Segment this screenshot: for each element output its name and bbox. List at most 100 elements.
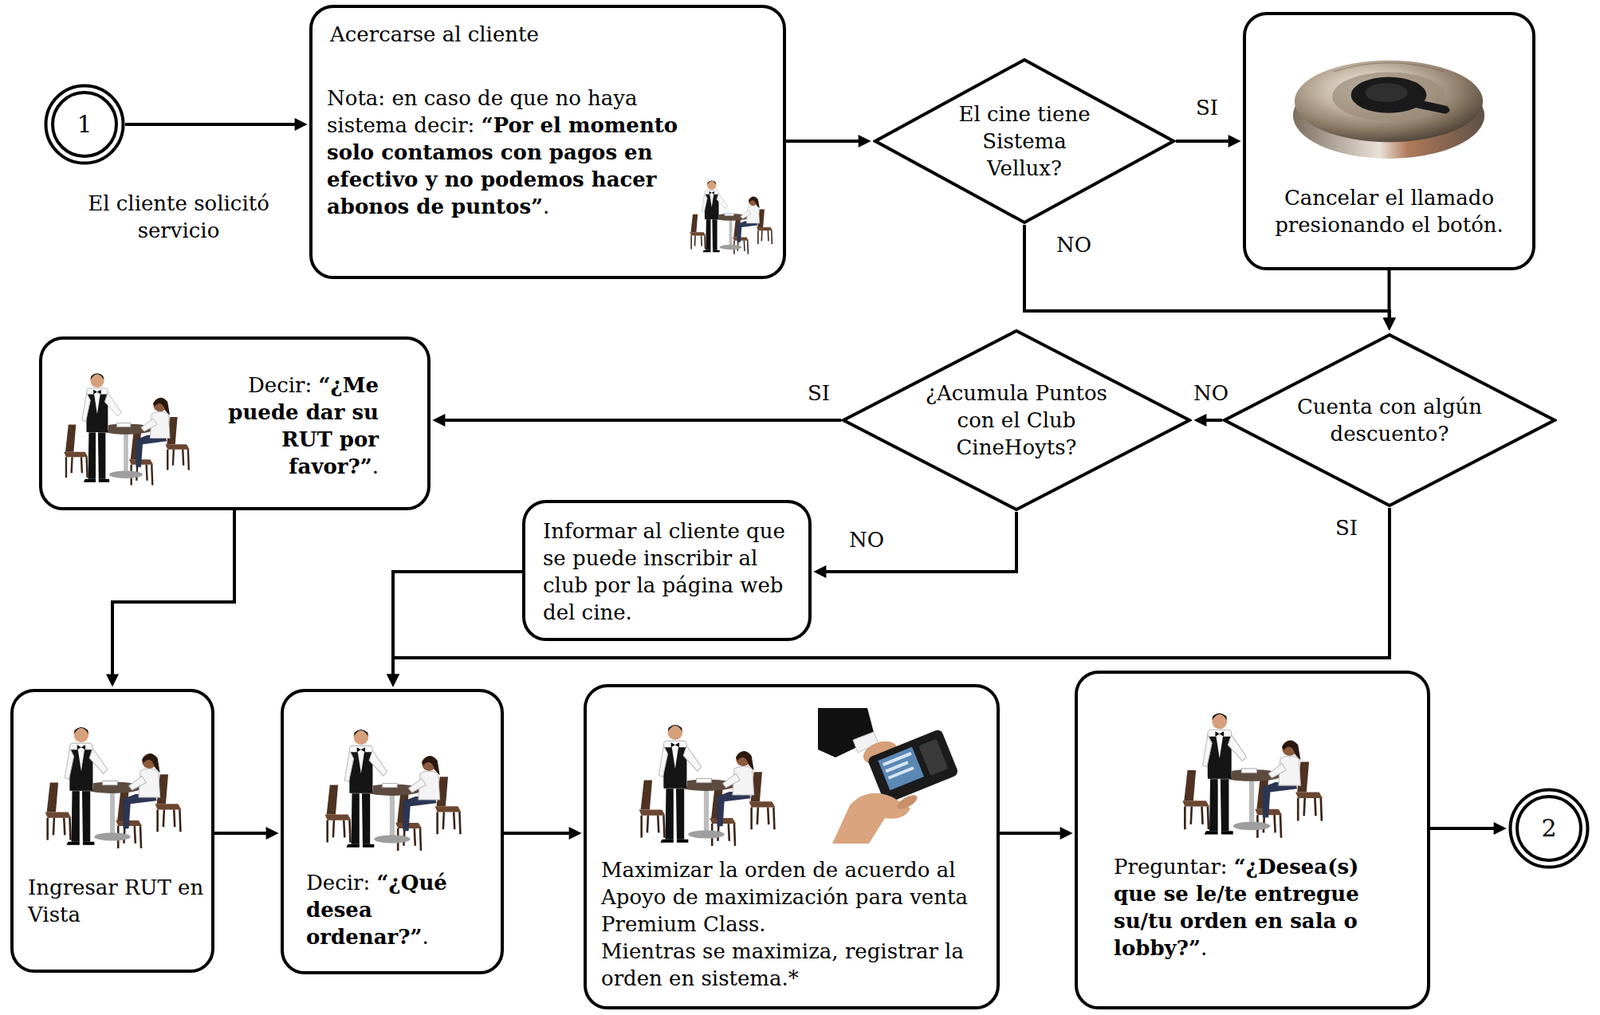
- node-text: Mientras se maximiza, registrar la orden…: [601, 937, 992, 992]
- illustration-part: [918, 739, 948, 776]
- process-box: Maximizar la orden de acuerdo al Apoyo d…: [583, 684, 1000, 1010]
- process-box: Informar al cliente que se puede inscrib…: [522, 499, 812, 641]
- node-text: ¿Acumula Puntos con el Club CineHoyts?: [919, 379, 1115, 461]
- waiter-arm: [1227, 735, 1247, 762]
- chair: [689, 214, 706, 250]
- waiter-head: [707, 180, 716, 190]
- chair: [45, 782, 72, 841]
- woman-arm: [129, 775, 147, 791]
- waiter-shirt: [86, 388, 109, 433]
- waiter-arm: [82, 393, 91, 422]
- waiter-arm: [64, 747, 74, 779]
- text-run: 2: [1541, 813, 1557, 842]
- table-pole: [1249, 774, 1255, 824]
- text-run: .: [1200, 935, 1207, 960]
- illustration-part: [157, 809, 181, 833]
- illustration-part: [326, 785, 339, 815]
- illustration-part: [1297, 798, 1322, 822]
- diamond-shape: [875, 59, 1174, 223]
- pager-button: [1351, 76, 1428, 113]
- waiter-illustration: [1140, 697, 1364, 842]
- node-text: 1: [48, 110, 121, 138]
- waiter-hair: [90, 373, 104, 380]
- waiter-hair: [668, 724, 684, 732]
- waiter-shoes: [66, 841, 95, 846]
- decision-diamond: Cuenta con algún descuento?: [1222, 332, 1557, 508]
- table-base: [1233, 821, 1271, 831]
- table-pole: [703, 785, 709, 834]
- scene-group: [1182, 713, 1323, 838]
- illustration-part: [691, 235, 706, 250]
- waiter-head: [353, 730, 370, 746]
- pager-engraving: [1333, 62, 1444, 72]
- woman-legs: [135, 435, 167, 468]
- woman-arm: [1268, 763, 1286, 779]
- waiter-hair: [74, 727, 90, 735]
- edge-label: SI: [1193, 94, 1221, 122]
- pager-tab: [1415, 99, 1450, 115]
- waiter-shoes: [1204, 830, 1234, 834]
- illustration-part: [1183, 770, 1196, 801]
- waiter-arm: [1202, 735, 1213, 767]
- table-pole: [389, 790, 395, 838]
- waiter-illustration: [300, 714, 484, 854]
- table-pole: [123, 428, 129, 473]
- process-box: Ingresar RUT en Vista: [10, 688, 215, 973]
- illustration-part: [758, 230, 773, 244]
- illustration-part: [325, 814, 352, 821]
- illustration-part: [65, 424, 76, 452]
- device: [866, 728, 960, 805]
- waiter-shoes: [83, 479, 110, 483]
- illustration-part: [1182, 800, 1210, 806]
- handheld-group: [817, 707, 960, 844]
- process-box: Decir: “¿Me puede dar su RUT por favor?”…: [39, 336, 431, 511]
- text-run: Cancelar el llamado presionando el botón…: [1274, 185, 1504, 237]
- edge-label: NO: [1191, 379, 1231, 407]
- chair: [639, 780, 666, 838]
- illustration-part: [640, 780, 653, 810]
- text-run: .: [542, 194, 550, 219]
- outer-ring: [1510, 790, 1589, 868]
- bow-tie: [77, 744, 86, 750]
- scene-group: [689, 180, 773, 254]
- flow-arrow: [125, 122, 300, 126]
- illustration-part: [66, 456, 88, 478]
- woman-legs: [122, 794, 157, 829]
- node-text: Nota: en caso de que no haya sistema dec…: [326, 84, 683, 221]
- woman-hair: [1281, 739, 1301, 760]
- pager-well: [1332, 72, 1446, 122]
- illustration-part: [691, 214, 699, 233]
- flow-arrow: [786, 139, 864, 143]
- menu: [382, 782, 398, 787]
- illustration-part: [155, 803, 182, 810]
- illustration-part: [47, 782, 59, 813]
- node-text: Decir: “¿Me puede dar su RUT por favor?”…: [201, 371, 379, 480]
- waiter-arm: [683, 745, 702, 771]
- chair: [63, 424, 88, 478]
- scene-group: [63, 373, 190, 485]
- illustration-part: [639, 809, 666, 816]
- diamond-outline: [1222, 332, 1557, 508]
- woman-legs: [716, 791, 751, 826]
- edge-label: NO: [1053, 231, 1094, 259]
- text-run: Cuenta con algún descuento?: [1297, 394, 1483, 446]
- menu: [1241, 768, 1257, 773]
- text-run: 1: [76, 110, 92, 138]
- waiter-illustration: [24, 711, 201, 852]
- flow-arrow: [1387, 270, 1392, 323]
- bow-tie: [357, 746, 366, 752]
- woman-arm: [408, 778, 427, 793]
- text-run: Ingresar RUT en Vista: [27, 875, 204, 927]
- illustration-part: [877, 746, 924, 791]
- bow-tie: [1214, 731, 1224, 736]
- text-run: ¿Acumula Puntos con el Club CineHoyts?: [925, 381, 1108, 460]
- table-base: [719, 244, 743, 250]
- waiter-shirt: [69, 742, 93, 791]
- woman-hair: [141, 753, 161, 773]
- woman-legs: [737, 220, 759, 242]
- flow-arrow: [999, 831, 1066, 835]
- end-event: 2: [1508, 787, 1590, 869]
- table-pole: [729, 216, 733, 246]
- waiter-arm: [701, 192, 708, 213]
